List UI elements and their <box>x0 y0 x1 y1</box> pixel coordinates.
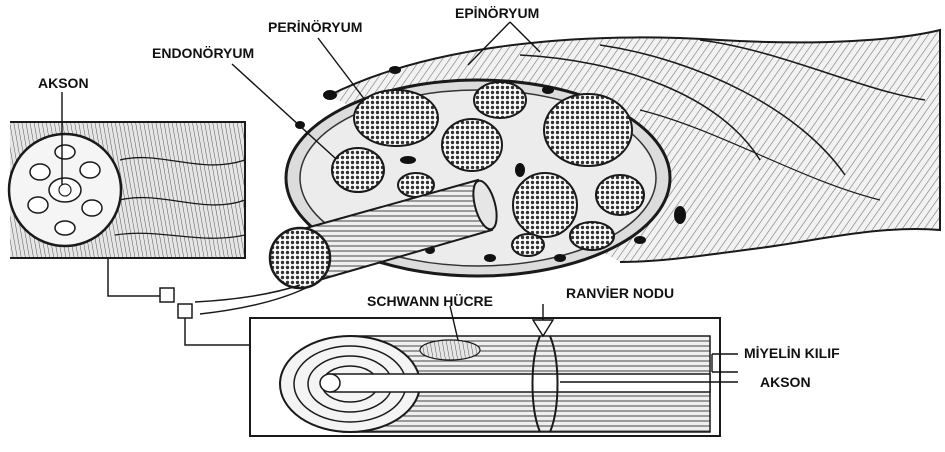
label-schwann-hucre: SCHWANN HÜCRE <box>367 293 493 309</box>
label-epinoryum: EPİNÖRYUM <box>455 5 539 21</box>
label-akson-bottom: AKSON <box>760 374 811 390</box>
label-akson-top: AKSON <box>38 75 89 91</box>
connector-lines <box>108 258 250 345</box>
label-ranvier-nodu: RANVİER NODU <box>566 285 674 301</box>
myelin-inset <box>250 318 720 436</box>
label-perinoryum: PERİNÖRYUM <box>268 19 362 35</box>
fascicle-inset <box>9 122 245 258</box>
label-endonoryum: ENDONÖRYUM <box>152 45 254 61</box>
label-miyelin-kilif: MİYELİN KILIF <box>744 345 840 361</box>
